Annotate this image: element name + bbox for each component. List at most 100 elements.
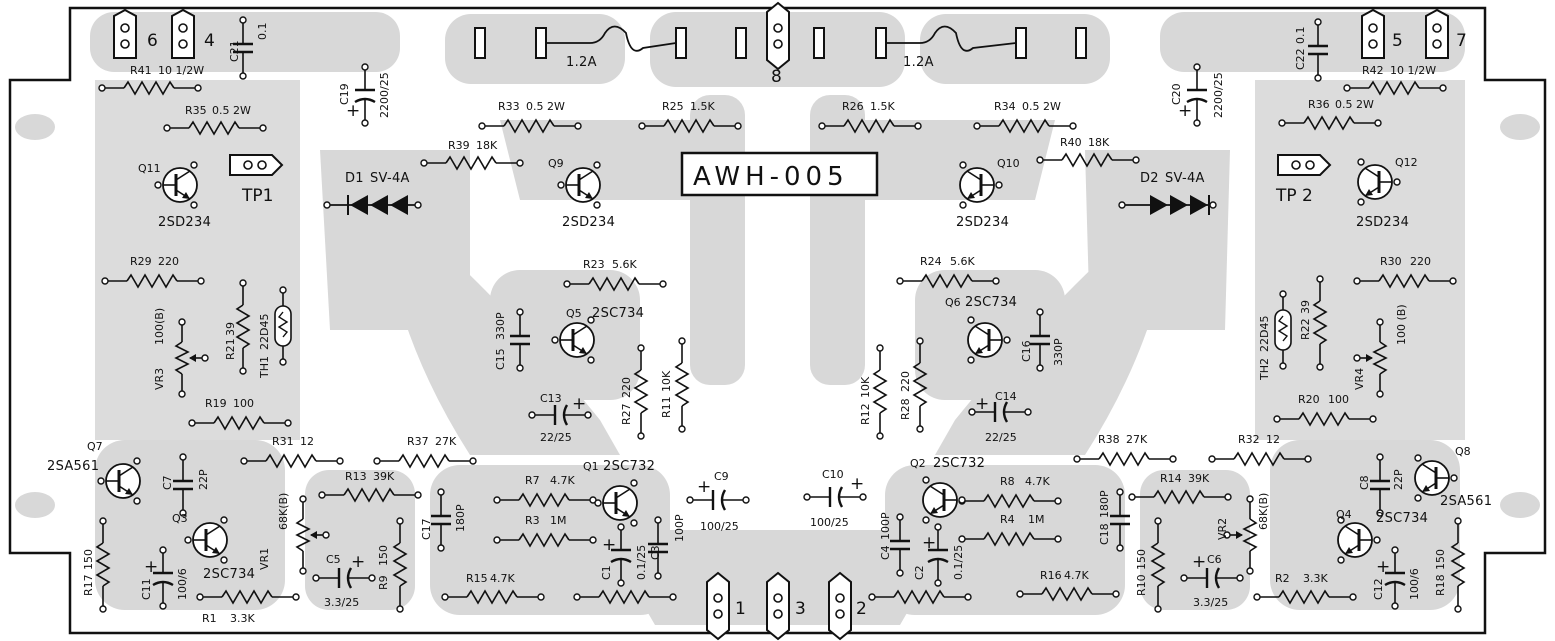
trimmer-vr3-value: 100(B)	[153, 308, 166, 345]
resistor-r10-value: 150	[1135, 549, 1148, 570]
trimmer-vr2-ref: VR2	[1216, 518, 1229, 540]
connector-1-label: 1	[735, 599, 746, 619]
resistor-r7-ref: R7	[525, 474, 540, 487]
trimmer-vr3-ref: VR3	[153, 368, 166, 390]
transistor-q2-ref: Q2	[910, 457, 926, 470]
resistor-r15-value: 3.3K	[230, 612, 255, 625]
resistor-r4-value: 1M	[1028, 513, 1045, 526]
transistor-q5-part: 2SC734	[592, 306, 644, 321]
capacitor-c15-ref: C15	[494, 348, 507, 370]
resistor-r42-ref: R42	[1362, 64, 1384, 77]
resistor-r27-ref: R27	[620, 403, 633, 425]
transistor-q11-part: 2SD234	[158, 215, 211, 230]
resistor-r20-value: 100	[1328, 393, 1349, 406]
transistor-q3-ref: Q3	[172, 512, 188, 525]
resistor-r6-ref: R16	[1040, 569, 1062, 582]
capacitor-c9-ref: C9	[714, 470, 729, 483]
resistor-r13-ref: R13	[345, 470, 367, 483]
transistor-q9-ref: Q9	[548, 157, 564, 170]
capacitor-c8-value: 22P	[1392, 469, 1405, 490]
resistor-r29-ref: R29	[130, 255, 152, 268]
resistor-r42-value: 10 1/2W	[1390, 64, 1436, 77]
resistor-r36-value: 0.5 2W	[1335, 98, 1374, 111]
test-point-2-label: TP 2	[1275, 186, 1313, 206]
test-point-2[interactable]	[1277, 154, 1331, 176]
test-point-1-label: TP1	[241, 186, 273, 206]
thermistor-th1-ref: TH1	[258, 356, 271, 379]
resistor-r26-ref: R26	[842, 100, 864, 113]
diode-d1	[323, 195, 422, 215]
resistor-r13-value: 39K	[373, 470, 395, 483]
connector-8[interactable]	[766, 2, 790, 70]
transistor-q2-part: 2SC732	[933, 456, 985, 471]
resistor-r35-value: 0.5 2W	[212, 104, 251, 117]
resistor-r9-value: 150	[377, 545, 390, 566]
capacitor-c18-value: 180P	[1098, 490, 1111, 518]
resistor-r24-value: 5.6K	[950, 255, 975, 268]
capacitor-c16-ref: C16	[1020, 340, 1033, 362]
resistor-r12-ref: R12	[859, 403, 872, 425]
transistor-q10-part: 2SD234	[956, 215, 1009, 230]
capacitor-c17-ref: C17	[420, 518, 433, 540]
resistor-r16-value: 3.3K	[1303, 572, 1328, 585]
test-point-1[interactable]	[229, 154, 283, 176]
capacitor-c20-plus: +	[1178, 101, 1192, 121]
capacitor-c8-ref: C8	[1358, 475, 1371, 490]
transistor-q8-ref: Q8	[1455, 445, 1471, 458]
capacitor-c16-value: 330P	[1052, 338, 1065, 366]
resistor-r34-ref: R34	[994, 100, 1016, 113]
connector-2[interactable]	[828, 572, 852, 640]
resistor-r35-ref: R35	[185, 104, 207, 117]
connector-4[interactable]	[171, 9, 195, 59]
capacitor-c11-plus: +	[144, 557, 158, 577]
capacitor-c6-plus: +	[1192, 552, 1206, 572]
resistor-r9-ref: R9	[377, 575, 390, 590]
trimmer-vr4-ref: VR4	[1353, 368, 1366, 390]
fuse-left-label: 1.2A	[566, 55, 597, 70]
resistor-r30-value: 220	[1410, 255, 1431, 268]
capacitor-c7-ref: C7	[161, 475, 174, 490]
capacitor-c12-plus: +	[1376, 557, 1390, 577]
resistor-r31-value: 12	[300, 435, 314, 448]
capacitor-c17-value: 180P	[454, 504, 467, 532]
resistor-r19-ref: R19	[205, 397, 227, 410]
resistor-r10-ref: R10	[1135, 574, 1148, 596]
resistor-r37-value: 27K	[435, 435, 457, 448]
resistor-r25-value: 1.5K	[690, 100, 715, 113]
transistor-q1-part: 2SC732	[603, 459, 655, 474]
resistor-r7-value: 4.7K	[550, 474, 575, 487]
resistor-r23-value: 5.6K	[612, 258, 637, 271]
resistor-r5-value: 4.7K	[490, 572, 515, 585]
capacitor-c13-ref: C13	[540, 392, 562, 405]
resistor-r18-value: 150	[1434, 549, 1447, 570]
capacitor-c12-value: 100/6	[1408, 568, 1421, 600]
connector-1[interactable]	[706, 572, 730, 640]
fuse-left	[546, 25, 677, 52]
transistor-q6-part: 2SC734	[965, 295, 1017, 310]
capacitor-c12-ref: C12	[1372, 578, 1385, 600]
resistor-r30-ref: R30	[1380, 255, 1402, 268]
transistor-q6-ref: Q6	[945, 296, 961, 309]
capacitor-c18-ref: C18	[1098, 523, 1111, 545]
connector-5[interactable]	[1361, 9, 1385, 59]
connector-7[interactable]	[1425, 9, 1449, 59]
capacitor-c21-value: 0.1	[256, 23, 269, 41]
trimmer-vr2-value: 68K(B)	[1257, 493, 1270, 530]
resistor-r22-value: 39	[1299, 300, 1312, 314]
capacitor-c6-value: 3.3/25	[1193, 596, 1228, 609]
resistor-r16-ref: R2	[1275, 572, 1290, 585]
transistor-q7-part: 2SA561	[47, 459, 99, 474]
transistor-q1-ref: Q1	[583, 460, 599, 473]
connector-3[interactable]	[766, 572, 790, 640]
resistor-r18-ref: R18	[1434, 574, 1447, 596]
capacitor-c5-plus: +	[351, 552, 365, 572]
resistor-r40-value: 18K	[1088, 136, 1110, 149]
capacitor-c4-ref: C4	[879, 545, 892, 560]
capacitor-c5-value: 3.3/25	[324, 596, 359, 609]
transistor-q3-part: 2SC734	[203, 567, 255, 582]
diode-d1-part: SV-4A	[370, 171, 410, 186]
connector-6[interactable]	[113, 9, 137, 59]
resistor-r28-ref: R28	[899, 398, 912, 420]
capacitor-c19-value: 2200/25	[378, 72, 391, 118]
resistor-r11-value: 10K	[660, 370, 673, 392]
